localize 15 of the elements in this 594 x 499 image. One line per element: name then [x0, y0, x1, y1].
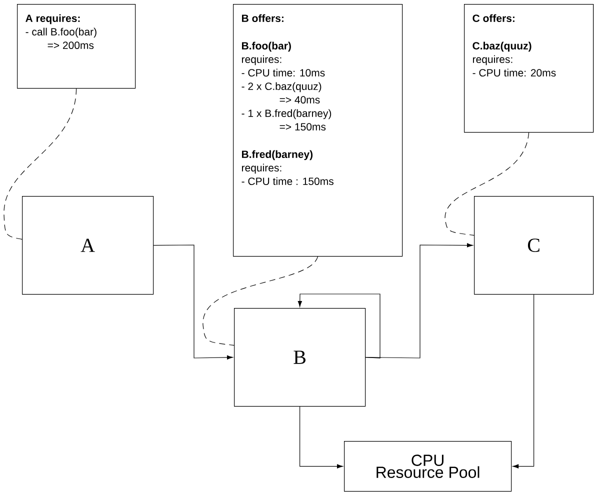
arrow — [300, 406, 343, 468]
note-box: A requires: - call B.foo(bar) => 200ms — [17, 4, 136, 89]
component-box: B — [234, 308, 366, 407]
component-box: A — [22, 196, 154, 295]
component-box: C — [474, 196, 594, 295]
arrow — [153, 244, 233, 360]
arrow — [298, 294, 380, 358]
leader-line — [444, 132, 530, 236]
note-box: B offers: B.foo(bar) requires: - CPU time: 10ms - 2 x C.baz(quuz) => 40ms - 1 x B.fred(barney) => 150ms B.fred(barney) requires: - CPU time : 150ms — [233, 4, 403, 257]
leader-line — [4, 88, 77, 240]
note-box: C offers: C.baz(quuz) requires: - CPU time: 20ms — [464, 4, 594, 133]
arrow — [365, 243, 473, 358]
arrow — [512, 294, 534, 468]
resource-pool-box: CPU Resource Pool — [344, 441, 512, 492]
leader-line — [202, 256, 318, 346]
